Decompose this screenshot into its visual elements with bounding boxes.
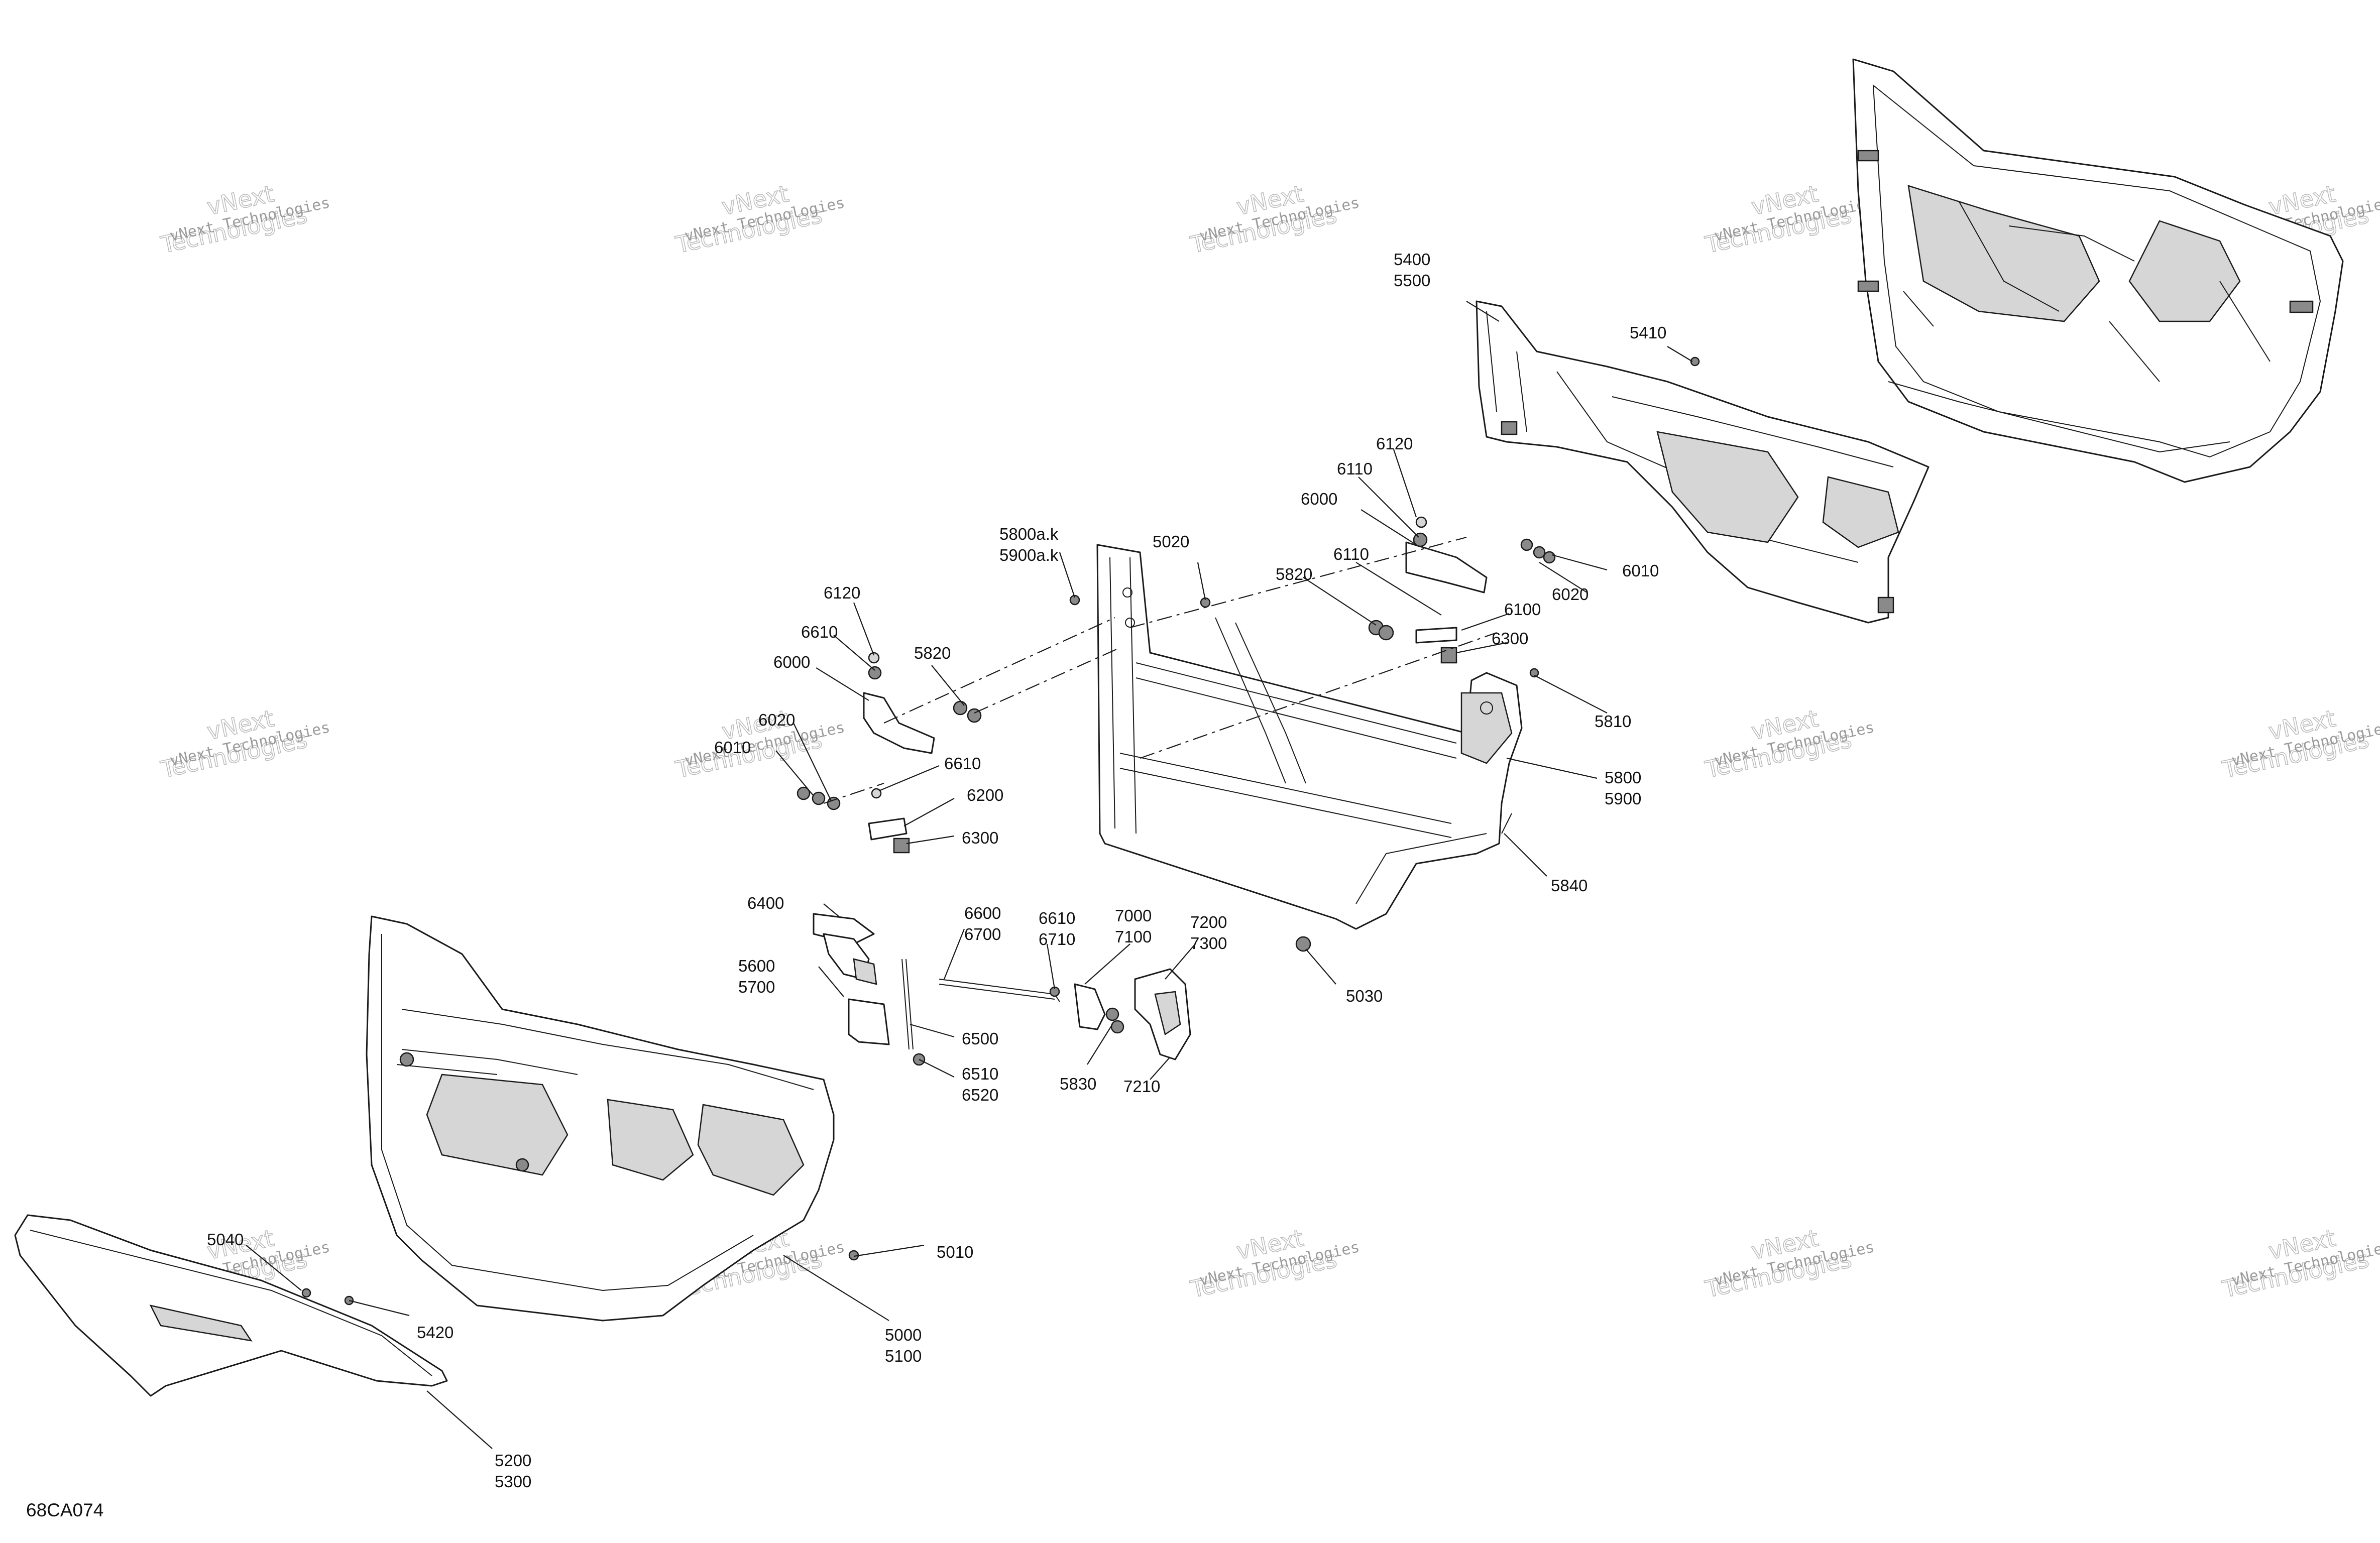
- part-number-label: 5820: [914, 644, 951, 662]
- part-number-label: 5900a.k: [999, 546, 1059, 564]
- part-number-label: 6610: [801, 623, 838, 641]
- part-number-label: 6300: [1492, 629, 1528, 648]
- part-number-label: 5100: [885, 1347, 922, 1365]
- part-number-label: 6610: [1039, 909, 1075, 927]
- part-number-label: 6400: [747, 894, 784, 912]
- part-number-label: 5820: [1276, 565, 1312, 583]
- hinge-left-group: [797, 652, 982, 854]
- part-number-label: 6710: [1039, 930, 1075, 948]
- part-number-label: 6200: [967, 786, 1003, 804]
- part-number-label: 5810: [1595, 712, 1631, 731]
- part-number-label: 5010: [937, 1243, 973, 1261]
- part-number-label: 5830: [1060, 1075, 1096, 1093]
- part-number-label: 6500: [962, 1029, 998, 1048]
- door-inner-panel: [1476, 300, 1930, 624]
- part-number-label: 5000: [885, 1326, 922, 1344]
- part-number-label: 6000: [1301, 490, 1337, 508]
- part-number-label: 6020: [758, 710, 795, 729]
- part-number-label: 6100: [1504, 600, 1541, 619]
- part-number-label: 5600: [738, 957, 775, 975]
- part-number-label: 7000: [1115, 906, 1152, 925]
- part-number-label: 5500: [1394, 271, 1430, 290]
- part-number-label: 5840: [1551, 876, 1588, 895]
- part-number-label: 7300: [1190, 934, 1227, 953]
- leader-lines: [246, 301, 1693, 1449]
- part-number-label: 6020: [1552, 585, 1589, 604]
- part-number-label: 5800a.k: [999, 525, 1059, 543]
- part-number-label: 6010: [1622, 561, 1659, 580]
- part-number-label: 5410: [1630, 323, 1666, 342]
- part-number-label: 6000: [773, 653, 810, 671]
- part-number-label: 6510: [962, 1064, 998, 1083]
- door-outer-panel: [366, 915, 859, 1322]
- part-number-label: 5200: [495, 1451, 531, 1470]
- part-number-label: 7210: [1123, 1077, 1160, 1096]
- part-number-label: 6120: [824, 583, 860, 602]
- part-number-label: 5300: [495, 1472, 531, 1491]
- part-number-label: 6110: [1333, 545, 1369, 563]
- lower-trim-panel: [14, 1214, 448, 1397]
- diagram-reference-code: 68CA074: [26, 1500, 103, 1520]
- part-number-label: 7200: [1190, 913, 1227, 931]
- part-number-label: 6120: [1376, 434, 1413, 453]
- door-frame: [1096, 544, 1523, 930]
- part-number-label: 5900: [1605, 789, 1641, 808]
- part-number-label: 7100: [1115, 927, 1152, 946]
- assembly-axes: [823, 536, 1497, 804]
- part-number-label: 5020: [1153, 532, 1189, 551]
- part-number-label: 5400: [1394, 250, 1430, 269]
- part-number-label: 5040: [207, 1230, 244, 1249]
- door-assembly-complete: [1852, 58, 2344, 483]
- part-number-label: 6520: [962, 1086, 998, 1104]
- part-number-label: 5030: [1346, 987, 1383, 1005]
- part-number-label: 5800: [1605, 768, 1641, 787]
- part-number-label: 5700: [738, 978, 775, 996]
- part-number-label: 5420: [417, 1323, 454, 1342]
- hinge-right-group: [1368, 516, 1556, 664]
- part-label-layer: 5400550054106120611060006110601060205820…: [207, 250, 1666, 1491]
- part-number-label: 6610: [944, 754, 981, 773]
- part-number-label: 6010: [714, 738, 751, 757]
- part-number-label: 6600: [964, 904, 1001, 922]
- part-number-label: 6300: [962, 828, 998, 847]
- latch-group: [813, 913, 1191, 1066]
- part-number-label: 6700: [964, 925, 1001, 943]
- part-number-label: 6110: [1337, 459, 1373, 478]
